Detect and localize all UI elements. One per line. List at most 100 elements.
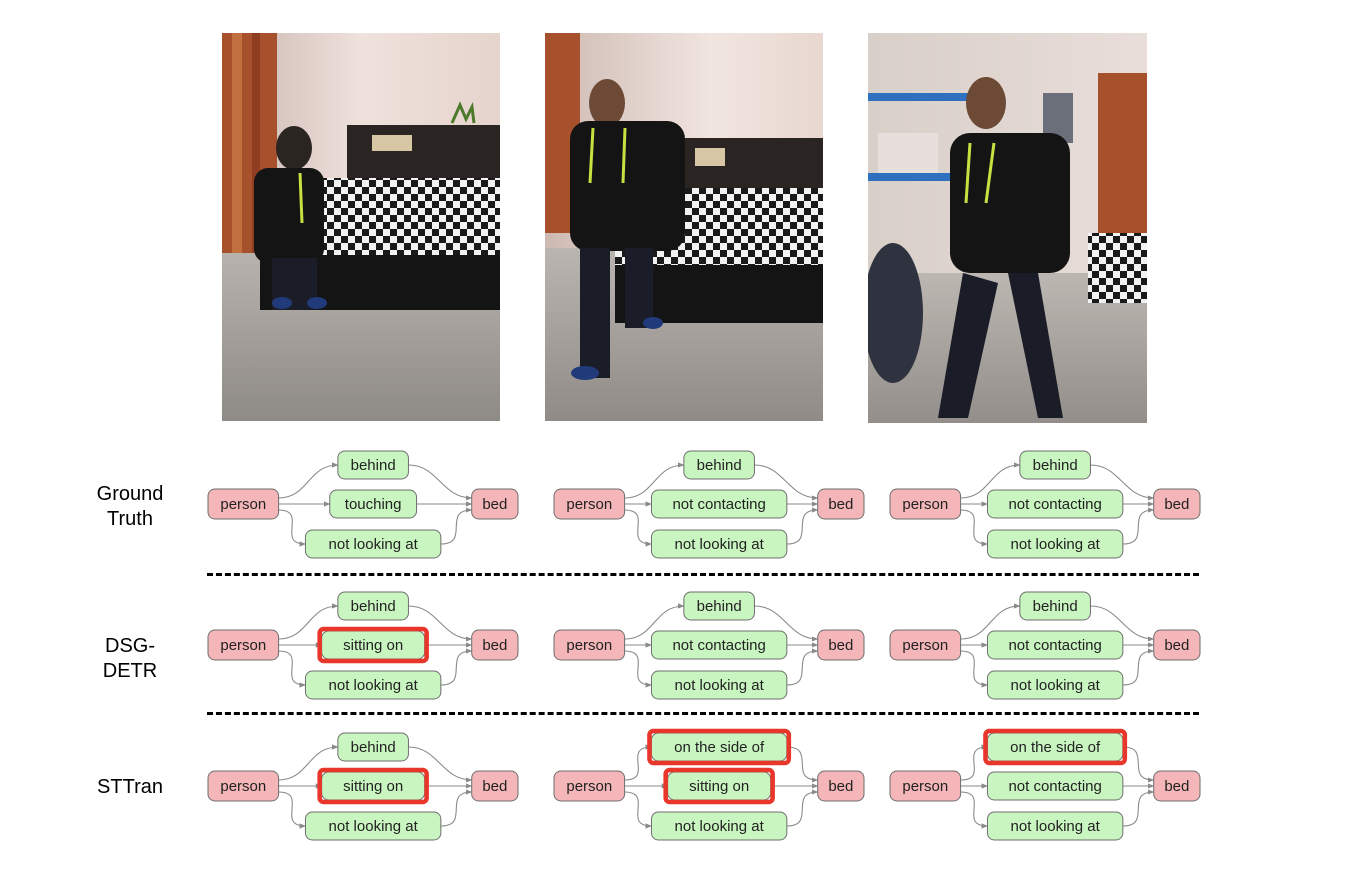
relation-object-edge [786, 789, 819, 827]
relation-node-label: behind [351, 457, 396, 474]
subject-node-label: person [220, 637, 266, 654]
relation-node: not looking at [986, 670, 1124, 700]
relation-node: not contacting [650, 630, 788, 660]
subject-node-label: person [566, 637, 612, 654]
object-node-box [1153, 488, 1201, 520]
row-label-ground-truth: Ground Truth [96, 483, 164, 530]
object-node-box [471, 629, 519, 661]
relation-node-label: behind [351, 598, 396, 615]
relation-object-edge [408, 746, 473, 783]
relation-node: touching [329, 489, 418, 519]
error-highlight-box [983, 728, 1128, 766]
object-node-label: bed [1164, 637, 1189, 654]
subject-node-label: person [220, 496, 266, 513]
relation-node-label: not looking at [329, 677, 419, 694]
relation-node-label: behind [697, 598, 742, 615]
subject-node-label: person [902, 496, 948, 513]
relation-node-label: on the side of [674, 739, 765, 756]
relation-object-edge [440, 507, 473, 545]
object-node-box [817, 770, 865, 802]
error-highlight-box [647, 728, 792, 766]
subject-relation-edge [624, 744, 653, 781]
relation-node-label: sitting on [343, 778, 403, 795]
relation-node-label: not contacting [672, 496, 765, 513]
relation-node: not contacting [986, 630, 1124, 660]
object-node-label: bed [828, 778, 853, 795]
relation-node: not looking at [304, 811, 442, 841]
subject-node-box [207, 629, 280, 661]
video-frame-2 [545, 33, 823, 421]
video-frame-1 [222, 33, 500, 421]
subject-relation-edge [278, 650, 307, 688]
relation-node-label: not contacting [672, 637, 765, 654]
subject-node-box [889, 488, 962, 520]
relation-node-label: not contacting [1008, 637, 1101, 654]
scene-graph: person bed behind not contacting not looking… [889, 590, 1201, 702]
relation-object-edge [440, 789, 473, 827]
subject-node-box [207, 488, 280, 520]
relation-node: not looking at [650, 529, 788, 559]
subject-node-label: person [902, 778, 948, 795]
relation-node: behind [337, 591, 409, 621]
relation-node-label: not looking at [675, 677, 765, 694]
relation-node: behind [683, 450, 755, 480]
relation-node-box [1019, 591, 1091, 621]
relation-node-label: on the side of [1010, 739, 1101, 756]
subject-node-box [553, 770, 626, 802]
object-node: bed [817, 629, 865, 661]
relation-node-box [650, 670, 788, 700]
subject-node: person [889, 770, 962, 802]
object-node-box [1153, 770, 1201, 802]
subject-node: person [207, 770, 280, 802]
object-node-label: bed [482, 778, 507, 795]
relation-node: not looking at [650, 811, 788, 841]
subject-node: person [553, 488, 626, 520]
relation-node-box [683, 591, 755, 621]
relation-node-label: not contacting [1008, 496, 1101, 513]
subject-relation-edge [624, 791, 653, 829]
relation-node: behind [1019, 450, 1091, 480]
relation-node: sitting on [663, 767, 775, 805]
object-node: bed [1153, 629, 1201, 661]
relation-object-edge [1122, 789, 1155, 827]
relation-object-edge [1122, 648, 1155, 686]
relation-object-edge [1122, 507, 1155, 545]
subject-relation-edge [624, 462, 685, 499]
scene-graph: person bed behind not contacting not looking… [553, 590, 865, 702]
relation-node-box [337, 732, 409, 762]
relation-node-box [1019, 450, 1091, 480]
relation-node-box [650, 489, 788, 519]
relation-node: not looking at [650, 670, 788, 700]
relation-node-label: touching [345, 496, 402, 513]
relation-node: not looking at [986, 529, 1124, 559]
object-node: bed [1153, 770, 1201, 802]
subject-node-box [889, 629, 962, 661]
object-node-box [471, 488, 519, 520]
subject-relation-edge [624, 603, 685, 640]
relation-node-box [304, 529, 442, 559]
subject-node: person [553, 770, 626, 802]
subject-node: person [889, 488, 962, 520]
relation-object-edge [754, 605, 819, 642]
relation-node-label: not looking at [329, 818, 419, 835]
video-frame-3 [868, 33, 1147, 423]
subject-node: person [207, 488, 280, 520]
subject-relation-edge [624, 509, 653, 547]
relation-node-label: sitting on [343, 637, 403, 654]
relation-node-label: sitting on [689, 778, 749, 795]
relation-node-label: not looking at [1011, 818, 1101, 835]
relation-node-box [329, 489, 418, 519]
object-node-label: bed [482, 496, 507, 513]
relation-object-edge [786, 746, 819, 783]
relation-node-label: not looking at [1011, 536, 1101, 553]
subject-node-label: person [902, 637, 948, 654]
object-node: bed [471, 488, 519, 520]
relation-node: behind [1019, 591, 1091, 621]
relation-object-edge [440, 648, 473, 686]
relation-node: not contacting [986, 489, 1124, 519]
subject-node-box [553, 488, 626, 520]
relation-node: on the side of [983, 728, 1128, 766]
subject-relation-edge [960, 650, 989, 688]
